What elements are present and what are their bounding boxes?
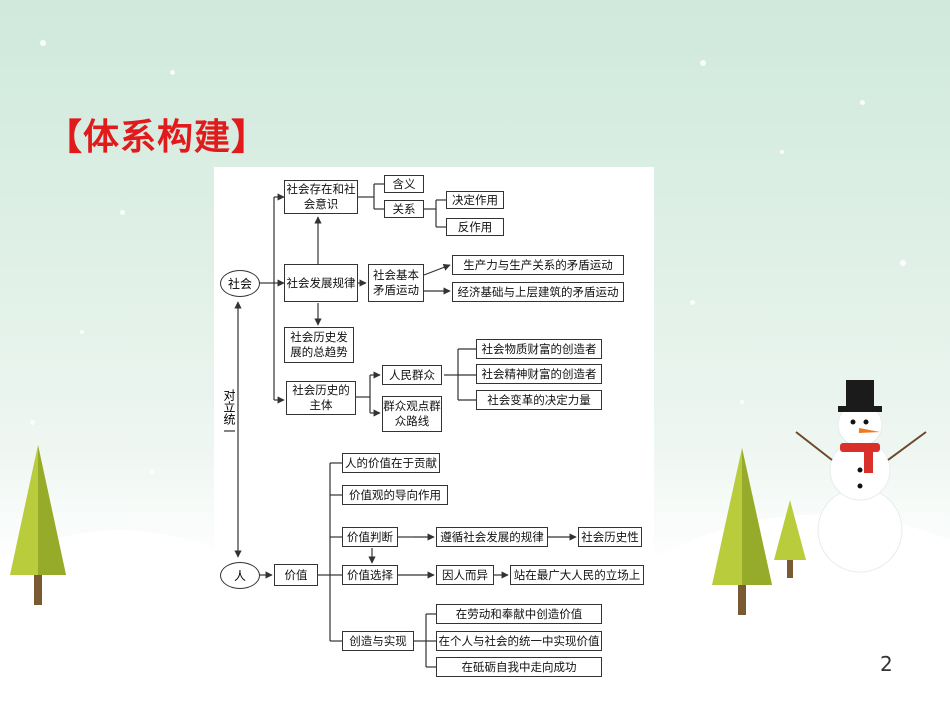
node-follow-law: 遵循社会发展的规律 bbox=[436, 527, 548, 547]
node-meaning: 含义 bbox=[384, 175, 424, 193]
node-people-stand: 站在最广大人民的立场上 bbox=[510, 565, 644, 585]
node-value-contribution: 人的价值在于贡献 bbox=[342, 453, 440, 473]
label-unity-of-opposites: 对立统一 bbox=[220, 387, 236, 439]
node-value-judgment: 价值判断 bbox=[342, 527, 398, 547]
snowflake bbox=[860, 100, 865, 105]
node-value-orientation: 价值观的导向作用 bbox=[342, 485, 448, 505]
node-development-law: 社会发展规律 bbox=[284, 264, 358, 302]
snowflake bbox=[120, 210, 125, 215]
node-masses: 人民群众 bbox=[382, 365, 442, 385]
node-reaction: 反作用 bbox=[446, 218, 504, 236]
snowflake bbox=[80, 330, 84, 334]
node-society: 社会 bbox=[220, 270, 260, 297]
snowflake bbox=[690, 300, 695, 305]
snowflake bbox=[170, 70, 175, 75]
slide-title: 【体系构建】 bbox=[46, 117, 269, 158]
node-person: 人 bbox=[220, 562, 260, 589]
snow-hill-left bbox=[0, 530, 240, 713]
node-historical-subject: 社会历史的主体 bbox=[286, 381, 356, 415]
snowflake bbox=[780, 150, 784, 154]
snowflake bbox=[40, 40, 46, 46]
node-productivity-contradiction: 生产力与生产关系的矛盾运动 bbox=[452, 255, 624, 275]
node-creation-realization: 创造与实现 bbox=[342, 631, 414, 651]
node-create-labor: 在劳动和奉献中创造价值 bbox=[436, 604, 602, 624]
node-value-choice: 价值选择 bbox=[342, 565, 398, 585]
node-relation: 关系 bbox=[384, 200, 424, 218]
snowflake bbox=[150, 470, 154, 474]
snowflake bbox=[700, 60, 706, 66]
snowflake bbox=[900, 260, 906, 266]
snowman-icon bbox=[795, 380, 927, 573]
node-create-unity: 在个人与社会的统一中实现价值 bbox=[436, 631, 602, 651]
node-existence-consciousness: 社会存在和社会意识 bbox=[284, 180, 358, 214]
node-base-superstructure-contradiction: 经济基础与上层建筑的矛盾运动 bbox=[452, 282, 624, 302]
node-value: 价值 bbox=[274, 564, 318, 586]
snowflake bbox=[740, 400, 744, 404]
knowledge-framework-diagram: 社会 对立统一 人 社会存在和社会意识 含义 关系 决定作用 反作用 社会发展规… bbox=[214, 167, 654, 683]
connector-lines bbox=[234, 183, 577, 668]
tree-icon bbox=[712, 448, 772, 615]
node-basic-contradiction: 社会基本矛盾运动 bbox=[368, 264, 424, 302]
tree-icon bbox=[774, 500, 806, 578]
node-vary-by-person: 因人而异 bbox=[436, 565, 494, 585]
node-material-creator: 社会物质财富的创造者 bbox=[476, 339, 602, 359]
node-decisive-force: 社会变革的决定力量 bbox=[476, 390, 602, 410]
page-number: 2 bbox=[880, 652, 893, 676]
node-historicity: 社会历史性 bbox=[578, 527, 642, 547]
snowflake bbox=[30, 420, 35, 425]
node-general-trend: 社会历史发展的总趋势 bbox=[284, 327, 354, 363]
tree-icon bbox=[10, 445, 66, 605]
node-mass-view-line: 群众观点群众路线 bbox=[382, 396, 442, 432]
node-create-success: 在砥砺自我中走向成功 bbox=[436, 657, 602, 677]
node-spiritual-creator: 社会精神财富的创造者 bbox=[476, 364, 602, 384]
node-decisive-role: 决定作用 bbox=[446, 191, 504, 209]
